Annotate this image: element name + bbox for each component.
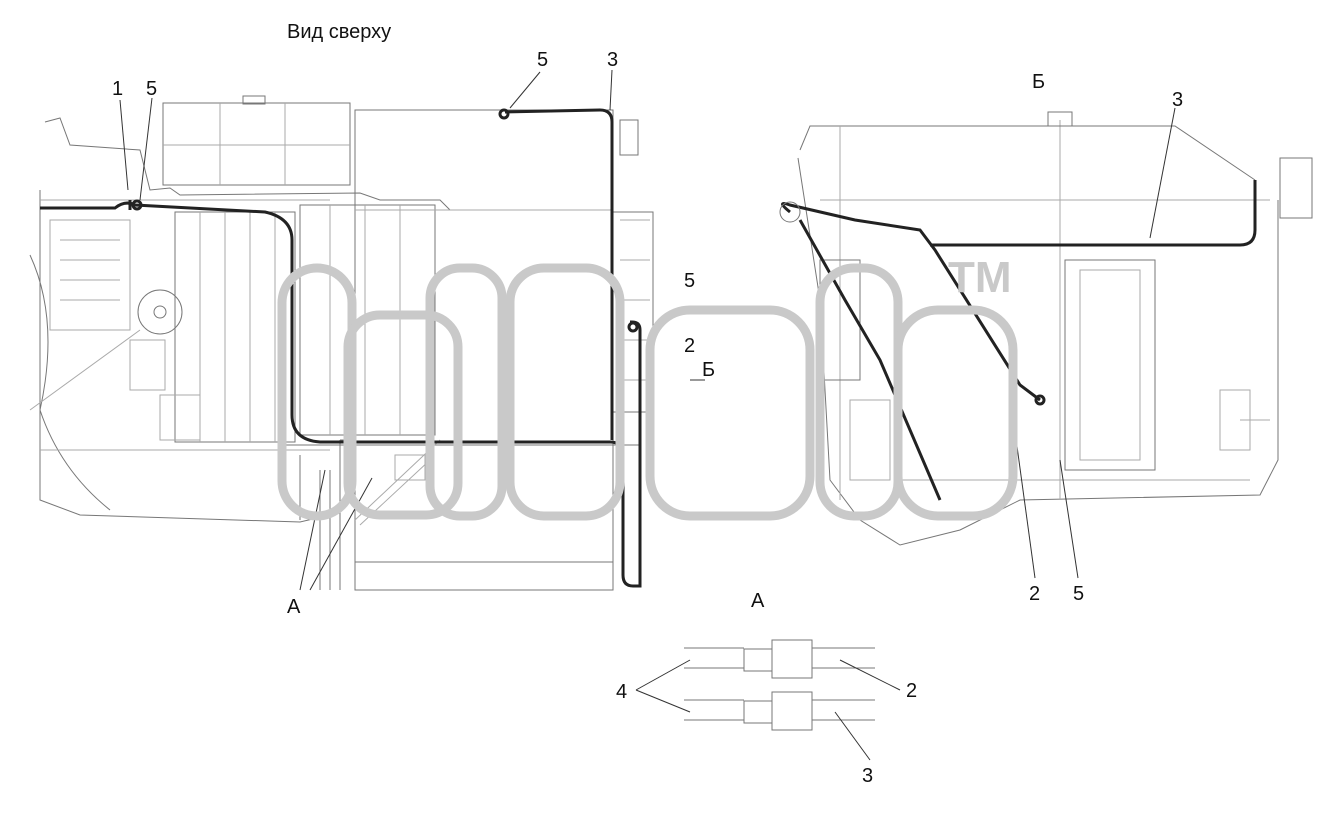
- label-side-5: 5: [1073, 583, 1084, 605]
- detail-a: [635, 639, 901, 761]
- label-top-5-right: 5: [684, 270, 695, 292]
- section-b-title: Б: [1032, 71, 1045, 93]
- label-detail-3: 3: [862, 765, 873, 787]
- labels: Вид сверху 1 5 5 3 5 2 Б А Б 3 2 5 А 4 2…: [112, 21, 1183, 787]
- label-side-3: 3: [1172, 89, 1183, 111]
- label-top-5-left: 5: [146, 78, 157, 100]
- label-top-5-center: 5: [537, 49, 548, 71]
- watermark-tm: TM: [948, 253, 1012, 302]
- label-top-a: А: [287, 596, 301, 618]
- watermark-logo: TM: [277, 253, 1018, 521]
- top-view: [29, 69, 705, 591]
- label-side-2: 2: [1029, 583, 1040, 605]
- label-top-3: 3: [607, 49, 618, 71]
- label-top-2: 2: [684, 335, 695, 357]
- top-view-title: Вид сверху: [287, 21, 391, 43]
- label-detail-2: 2: [906, 680, 917, 702]
- detail-a-title: А: [751, 590, 765, 612]
- label-detail-4: 4: [616, 681, 627, 703]
- label-top-b-arrow: Б: [702, 359, 715, 381]
- side-view: [779, 107, 1313, 579]
- label-top-1: 1: [112, 78, 123, 100]
